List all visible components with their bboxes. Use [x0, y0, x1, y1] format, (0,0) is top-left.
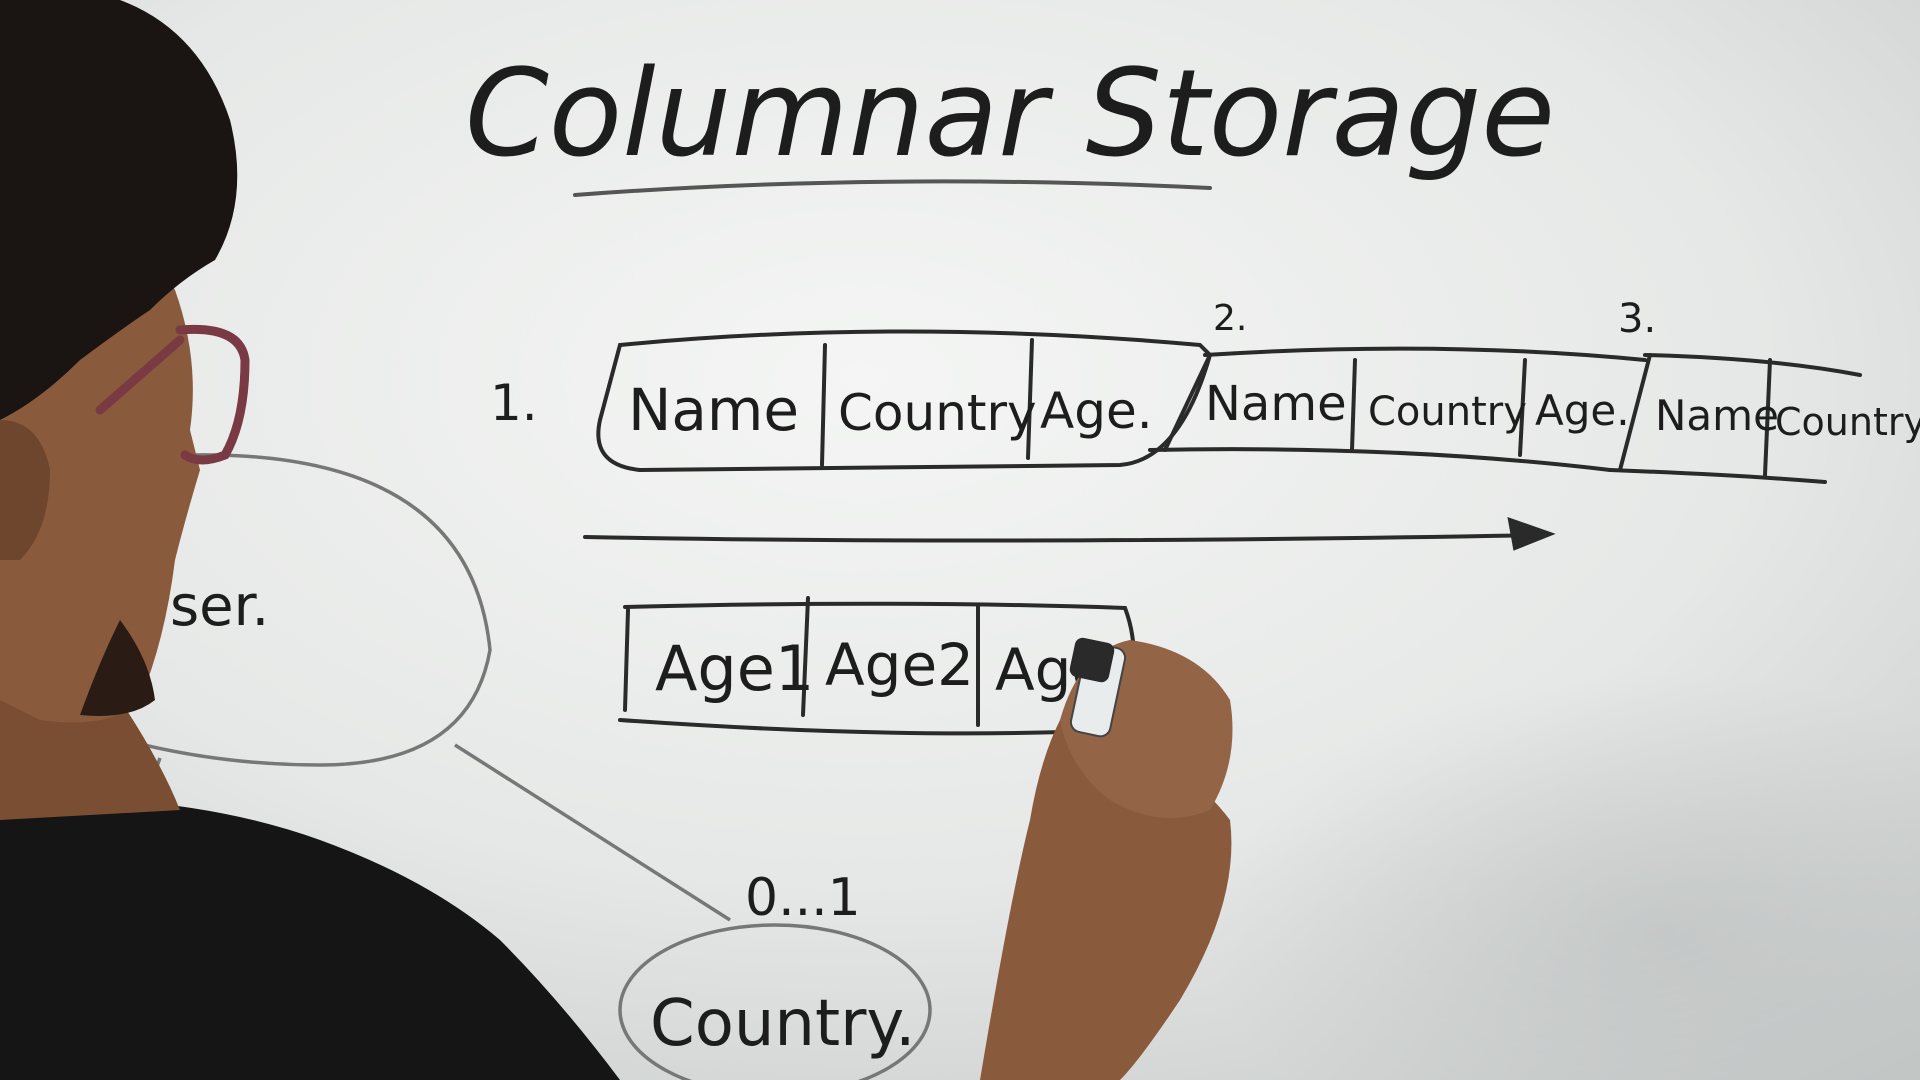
record-1-field-name: Name — [628, 376, 799, 444]
board-title: Columnar Storage — [465, 45, 1555, 184]
presenter — [0, 0, 1233, 1080]
entity-country-label: Country. — [650, 987, 915, 1061]
record-1-field-country: Country — [838, 384, 1037, 442]
scan-direction-arrow — [583, 516, 1556, 551]
column-cell-age1: Age1 — [655, 632, 814, 705]
column-cell-age2: Age2 — [825, 631, 974, 699]
record-number-3: 3. — [1618, 296, 1656, 342]
presenter-ear — [0, 420, 50, 560]
row-storage-strip — [596, 329, 1862, 484]
presenter-shirt — [0, 798, 620, 1080]
record-2-field-name: Name — [1205, 376, 1347, 432]
record-number-1: 1. — [490, 374, 538, 432]
record-2-field-country: Country — [1368, 389, 1527, 435]
entity-user-label: ser. — [170, 574, 269, 639]
marker-icon — [1069, 637, 1127, 738]
record-number-2: 2. — [1213, 298, 1247, 339]
record-1-field-age: Age. — [1040, 382, 1153, 440]
presenter-hair — [0, 0, 238, 420]
record-3-field-name: Name — [1655, 391, 1779, 440]
title-underline — [573, 179, 1212, 197]
multiplicity-label: 0...1 — [745, 868, 861, 928]
record-2-field-age: Age. — [1535, 386, 1630, 435]
glasses-icon — [95, 324, 250, 465]
er-diagram — [89, 453, 932, 1080]
record-3-field-country: Country.. — [1775, 400, 1920, 444]
presenter-beard — [80, 620, 155, 716]
